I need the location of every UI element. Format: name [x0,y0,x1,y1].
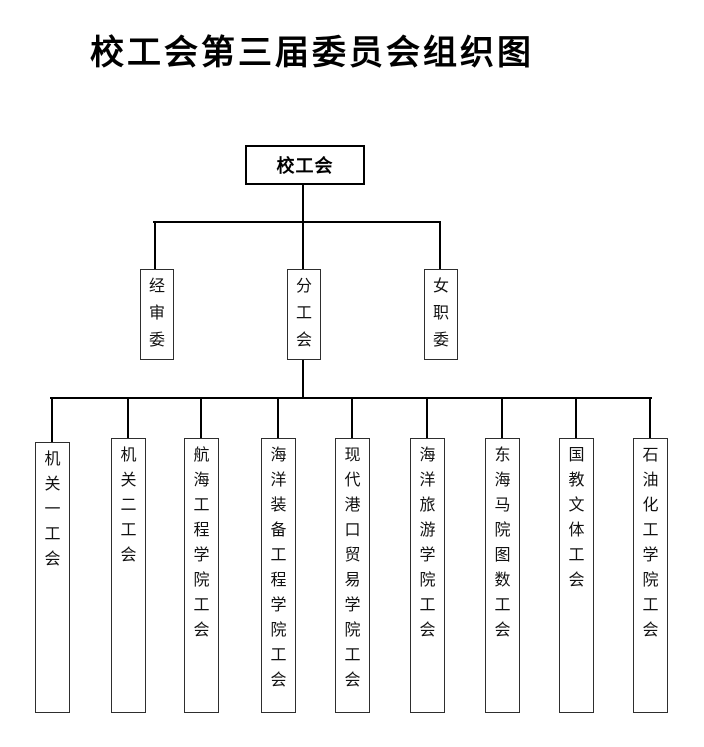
org-box-unit-marine-tourism-college: 海洋旅游学院工会 [410,438,445,713]
org-box-unit-port-trade-college: 现代港口贸易学院工会 [335,438,370,713]
connector-drop-women-committee [439,221,441,269]
org-box-root-label: 校工会 [276,156,334,176]
org-box-women-committee-label: 女职委 [432,278,449,349]
org-box-root: 校工会 [245,145,365,185]
connector-root-stem [302,185,304,222]
connector-drop-audit-committee [154,221,156,269]
connector-branch-stem [302,360,304,397]
org-box-unit-marine-equipment-college: 海洋装备工程学院工会 [261,438,296,713]
connector-drop-unit-4 [277,397,279,438]
connector-drop-unit-1 [51,397,53,442]
connector-drop-unit-8 [575,397,577,438]
org-box-women-committee: 女职委 [424,269,458,360]
org-box-audit-committee: 经审委 [140,269,174,360]
org-box-unit-label: 航海工程学院工会 [193,447,210,639]
org-box-unit-label: 机关二工会 [120,447,137,564]
org-box-unit-label: 海洋装备工程学院工会 [270,447,287,689]
org-box-unit-label: 东海马院图数工会 [494,447,511,639]
org-box-branch-union: 分工会 [287,269,321,360]
org-box-branch-union-label: 分工会 [295,278,312,349]
org-box-unit-jiguan-1: 机关一工会 [35,442,70,713]
connector-drop-unit-7 [501,397,503,438]
connector-drop-unit-6 [426,397,428,438]
connector-drop-unit-5 [351,397,353,438]
org-box-unit-label: 石油化工学院工会 [642,447,659,639]
connector-level2-bus [153,221,441,223]
org-box-unit-navigation-college: 航海工程学院工会 [184,438,219,713]
org-box-unit-label: 机关一工会 [44,451,61,568]
org-box-audit-committee-label: 经审委 [148,278,165,349]
connector-drop-unit-9 [649,397,651,438]
org-box-unit-label: 现代港口贸易学院工会 [344,447,361,689]
connector-drop-unit-3 [200,397,202,438]
org-box-unit-jiguan-2: 机关二工会 [111,438,146,713]
org-box-unit-guojiao-wenti: 国教文体工会 [559,438,594,713]
connector-drop-branch-union [302,221,304,269]
connector-drop-unit-2 [127,397,129,438]
page-title: 校工会第三届委员会组织图 [90,35,534,72]
org-box-unit-donghai-mayuan-tushu: 东海马院图数工会 [485,438,520,713]
org-box-unit-label: 海洋旅游学院工会 [419,447,436,639]
org-box-unit-petrochemical-college: 石油化工学院工会 [633,438,668,713]
org-box-unit-label: 国教文体工会 [568,447,585,589]
